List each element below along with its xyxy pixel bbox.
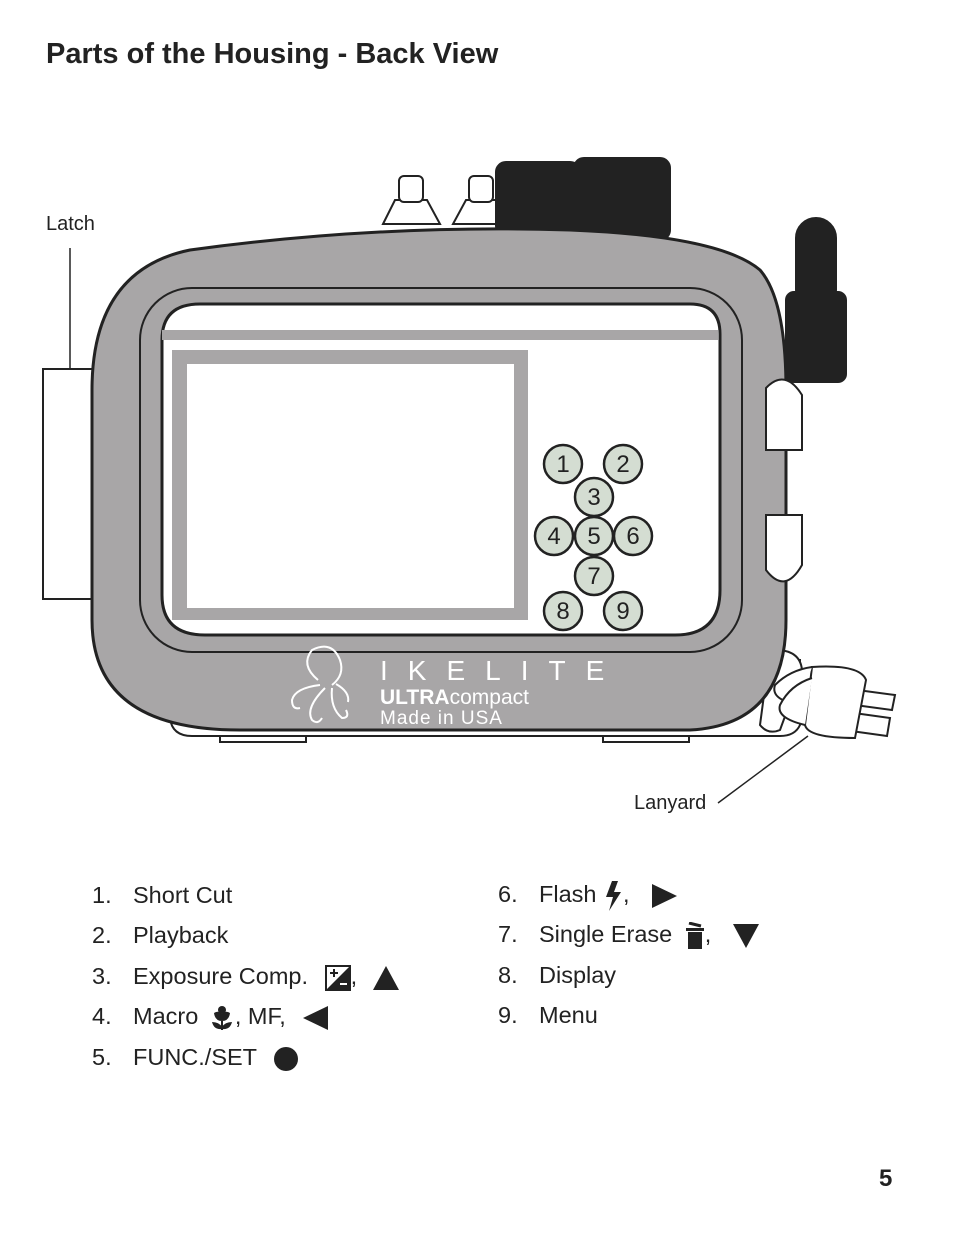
button-2 — [602, 443, 644, 485]
legend-text: Exposure Comp. , — [133, 961, 400, 991]
legend-separator: , — [350, 963, 358, 989]
page-number: 5 — [879, 1165, 893, 1192]
button-label: 7 — [587, 563, 600, 590]
button-label: 4 — [547, 523, 560, 550]
legend-number: 3. — [92, 963, 112, 989]
button-label: 2 — [616, 451, 629, 478]
button-label: 3 — [587, 484, 600, 511]
button-label: 5 — [587, 523, 600, 550]
legend-label: FUNC./SET — [133, 1044, 257, 1070]
legend-label: Exposure Comp. — [133, 963, 309, 989]
button-6 — [612, 515, 654, 557]
legend-label: Macro — [133, 1003, 199, 1029]
octopus-logo-icon — [290, 645, 350, 724]
button-label: 9 — [616, 598, 629, 625]
housing-back-diagram: 1 2 3 4 5 6 7 8 9 IKELITE ULTRAcompact M… — [42, 157, 897, 804]
legend-label: Playback — [133, 922, 229, 948]
brand-model-bold: ULTRA — [380, 686, 450, 709]
exposure-comp-icon — [324, 964, 351, 991]
legend-number: 4. — [92, 1003, 112, 1029]
legend-left: 1. Short Cut 2. Playback 3. Exposure Com… — [92, 880, 452, 1080]
legend-text: Flash , — [539, 879, 678, 912]
flash-bolt-icon — [606, 880, 621, 911]
legend-text: FUNC./SET — [133, 1042, 299, 1072]
legend-separator: , — [623, 881, 630, 907]
legend-label: Single Erase — [539, 921, 673, 947]
legend-number: 1. — [92, 882, 112, 908]
legend-number: 5. — [92, 1044, 112, 1070]
button-9 — [602, 590, 644, 632]
legend-text: Single Erase , — [539, 919, 760, 950]
latch-callout: Latch — [46, 213, 95, 235]
lanyard-callout: Lanyard — [634, 792, 707, 814]
button-1 — [542, 443, 584, 485]
set-circle-icon — [274, 1046, 299, 1071]
svg-text:ULTRAcompact: ULTRAcompact — [380, 686, 529, 709]
legend-separator: , — [704, 921, 712, 947]
button-4 — [533, 515, 575, 557]
button-label: 1 — [556, 451, 569, 478]
button-label: 8 — [556, 598, 569, 625]
button-8 — [542, 590, 584, 632]
legend-separator: , MF, — [234, 1003, 286, 1029]
legend-label: Flash — [539, 881, 597, 907]
legend-label: Short Cut — [133, 882, 233, 908]
down-arrow-icon — [732, 923, 759, 948]
button-7 — [573, 555, 615, 597]
right-arrow-icon — [652, 883, 678, 908]
brand-model-light: compact — [450, 686, 530, 709]
legend-right: 6. Flash , 7. Single Erase , 8. Disp — [498, 879, 828, 1039]
page-title: Parts of the Housing - Back View — [46, 38, 499, 70]
macro-flower-icon — [211, 1005, 232, 1030]
legend-number: 8. — [498, 962, 518, 988]
button-label: 6 — [626, 523, 639, 550]
left-arrow-icon — [303, 1005, 329, 1030]
legend-label: Menu — [539, 1002, 598, 1028]
legend-number: 6. — [498, 881, 518, 907]
control-buttons — [533, 443, 654, 632]
legend-label: Display — [539, 962, 617, 988]
brand-name: IKELITE — [380, 655, 624, 686]
up-arrow-icon — [372, 965, 399, 990]
legend-number: 7. — [498, 921, 518, 947]
trash-icon — [685, 921, 704, 949]
legend-number: 2. — [92, 922, 112, 948]
brand-origin: Made in USA — [380, 708, 503, 729]
legend-number: 9. — [498, 1002, 518, 1028]
legend-text: Macro , MF, — [133, 1001, 330, 1031]
